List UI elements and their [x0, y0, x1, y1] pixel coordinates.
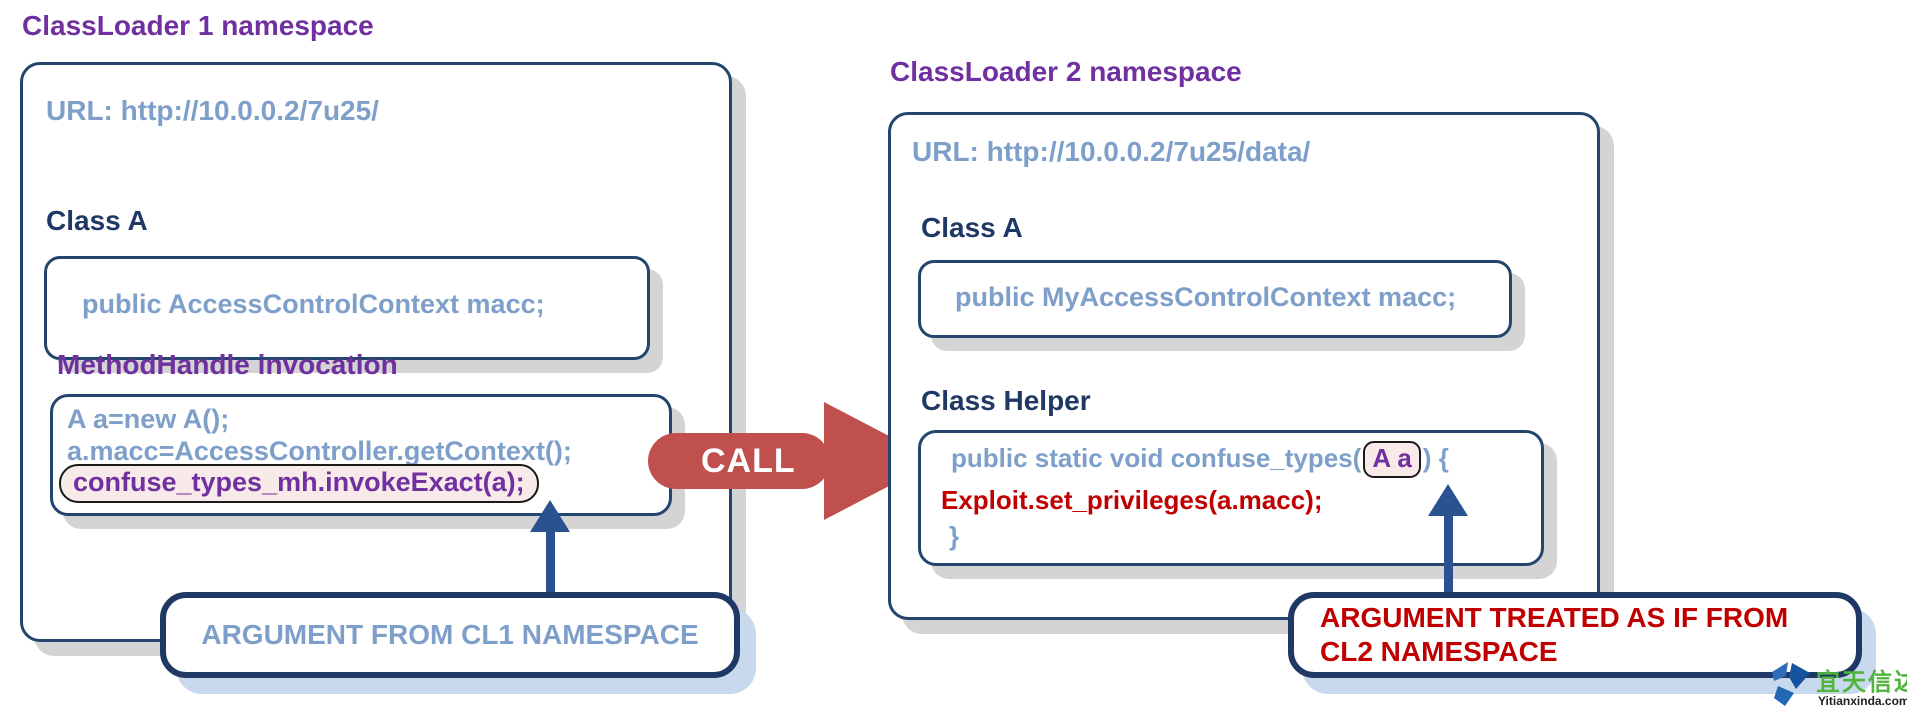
- cl2-argument-arrow-head: [1428, 484, 1468, 516]
- cl1-namespace-title: ClassLoader 1 namespace: [22, 10, 374, 41]
- watermark-site: Yitianxinda.com: [1818, 694, 1907, 708]
- cl2-namespace-title: ClassLoader 2 namespace: [890, 56, 1242, 87]
- cl2-argument-callout-line1: ARGUMENT TREATED AS IF FROM: [1320, 602, 1789, 634]
- cl1-argument-callout-text: ARGUMENT FROM CL1 NAMESPACE: [201, 619, 699, 650]
- cl2-argument-callout-text: ARGUMENT TREATED AS IF FROM CL2 NAMESPAC…: [1294, 601, 1788, 668]
- cl2-code-line-1-post: ) {: [1422, 443, 1449, 473]
- cl2-argument-callout: ARGUMENT TREATED AS IF FROM CL2 NAMESPAC…: [1288, 592, 1862, 678]
- cl1-argument-callout: ARGUMENT FROM CL1 NAMESPACE: [160, 592, 740, 678]
- call-arrow-shape: [648, 402, 937, 520]
- cl1-invoke-highlight: confuse_types_mh.invokeExact(a);: [59, 464, 539, 503]
- watermark-logo-icon: [1772, 662, 1810, 706]
- cl2-code-line-1-pre: public static void confuse_types(: [951, 443, 1362, 473]
- cl2-class-a-code: public MyAccessControlContext macc;: [955, 282, 1457, 312]
- cl2-arg-highlight: A a: [1363, 441, 1421, 478]
- cl1-invocation-box: A a=new A(); a.macc=AccessController.get…: [50, 394, 672, 516]
- cl1-class-a-heading: Class A: [46, 205, 148, 236]
- cl1-methodhandle-heading: MethodHandle invocation: [57, 349, 398, 380]
- cl1-url-label: URL: http://10.0.0.2/7u25/: [46, 95, 379, 126]
- cl1-class-a-box: public AccessControlContext macc;: [44, 256, 650, 360]
- cl1-code-line-1: A a=new A();: [67, 404, 230, 434]
- call-arrow: CALL: [648, 400, 940, 522]
- cl1-argument-arrow-head: [530, 500, 570, 532]
- cl2-argument-callout-line2: CL2 NAMESPACE: [1320, 636, 1558, 667]
- cl1-code-line-2: a.macc=AccessController.getContext();: [67, 436, 572, 466]
- cl2-code-line-2: Exploit.set_privileges(a.macc);: [941, 485, 1323, 515]
- cl1-argument-arrow-shaft: [545, 530, 555, 594]
- watermark-name-cn: 宜天信达: [1816, 669, 1907, 696]
- cl2-class-a-box: public MyAccessControlContext macc;: [918, 260, 1512, 338]
- cl2-class-a-heading: Class A: [921, 212, 1023, 243]
- cl1-argument-arrow: [530, 500, 570, 594]
- cl2-argument-arrow: [1428, 484, 1468, 594]
- cl2-code-line-3: }: [949, 521, 960, 551]
- cl1-class-a-code: public AccessControlContext macc;: [82, 289, 545, 319]
- cl2-helper-heading: Class Helper: [921, 385, 1091, 416]
- cl2-argument-arrow-shaft: [1443, 514, 1453, 594]
- call-arrow-label: CALL: [701, 442, 796, 480]
- cl2-url-label: URL: http://10.0.0.2/7u25/data/: [912, 136, 1311, 167]
- watermark: 宜天信达 Yitianxinda.com: [1768, 656, 1907, 712]
- cl1-code-line-3: confuse_types_mh.invokeExact(a);: [59, 464, 539, 503]
- cl2-code-line-1: public static void confuse_types(A a) {: [951, 441, 1449, 478]
